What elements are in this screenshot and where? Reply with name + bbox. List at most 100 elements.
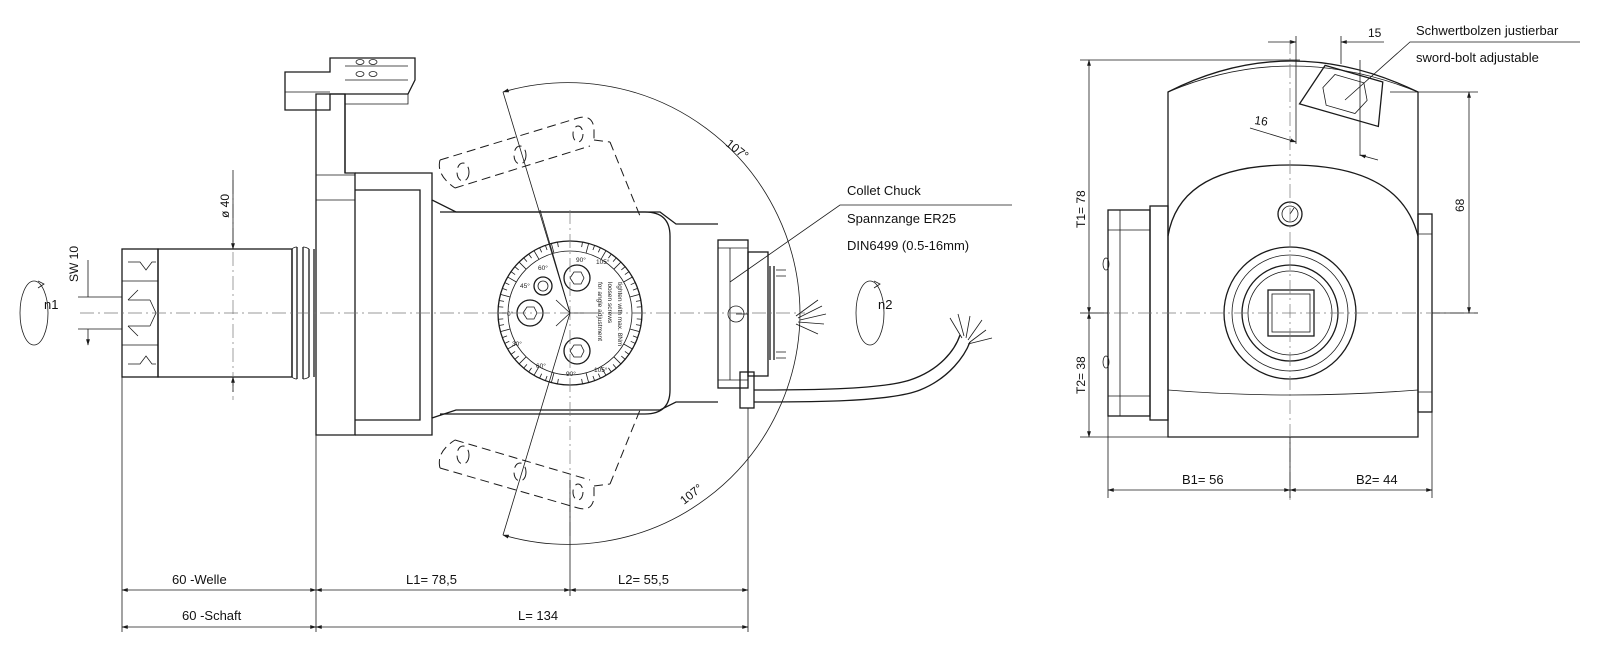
- rotation-n2-icon: n2: [855, 280, 892, 346]
- dial-tick: [499, 324, 505, 326]
- dim-16: 16: [1249, 113, 1379, 161]
- dial-tick: [510, 271, 516, 275]
- dial-tick: [500, 328, 511, 333]
- n1-label: n1: [44, 297, 58, 312]
- dim-b1: B1= 56: [1107, 412, 1433, 498]
- dial-tick: [533, 366, 540, 376]
- dial-tick: [621, 266, 626, 271]
- dial-tick: [629, 293, 640, 298]
- dial-mark-60b: 60°: [536, 362, 546, 370]
- angle-dial: 90° 60° 105° 45° 0° 30° 60° 90° 105° for…: [497, 240, 643, 386]
- dial-tick: [514, 266, 519, 271]
- swivel-ghost-upper: [438, 116, 641, 217]
- swivel-ghost-lower: [438, 409, 641, 510]
- angle-bottom-label: 107°: [677, 481, 705, 507]
- dial-mark-60: 60°: [538, 264, 548, 272]
- dial-tick: [533, 250, 540, 260]
- dial-tick: [581, 242, 583, 248]
- b1-label: B1= 56: [1182, 472, 1224, 487]
- collet-callout: Collet Chuck Spannzange ER25 DIN6499 (0.…: [729, 183, 1012, 283]
- collet-label-1: Collet Chuck: [847, 183, 921, 198]
- dial-tick: [504, 340, 510, 344]
- dim-diameter-40: ø 40: [218, 170, 235, 392]
- dial-mark-90: 90°: [576, 256, 586, 264]
- dial-tick: [557, 242, 559, 248]
- dial-tick: [613, 261, 622, 270]
- dial-tick: [630, 282, 636, 286]
- dial-tick: [523, 364, 528, 369]
- dial-tick: [518, 356, 527, 365]
- dim-sw10: SW 10: [67, 246, 122, 345]
- dial-tick: [557, 378, 559, 384]
- welle-label: 60 -Welle: [172, 572, 227, 587]
- dial-tick: [518, 261, 527, 270]
- dial-tick: [600, 250, 607, 260]
- dial-tick: [608, 253, 612, 259]
- dial-tick: [507, 343, 517, 350]
- dial-tick: [597, 247, 601, 253]
- dim-schaft: 60 -Schaft: [121, 608, 317, 629]
- dial-mark-105: 105°: [596, 258, 610, 266]
- l1-label: L1= 78,5: [406, 572, 457, 587]
- dim-b2: B2= 44: [1289, 472, 1433, 492]
- side-view: 90° 60° 105° 45° 0° 30° 60° 90° 105° for…: [19, 57, 1012, 632]
- dial-tick: [600, 366, 607, 376]
- dial-tick: [507, 276, 517, 283]
- dim-l1: L1= 78,5: [315, 572, 571, 592]
- dial-tick: [539, 247, 543, 253]
- dial-mark-90b: 90°: [566, 370, 576, 378]
- dial-tick: [544, 245, 548, 251]
- dial-tick: [635, 300, 641, 302]
- dial-mark-105b: 105°: [594, 366, 608, 374]
- dial-tick: [528, 367, 532, 373]
- collet-label-3: DIN6499 (0.5-16mm): [847, 238, 969, 253]
- dial-tick: [499, 300, 505, 302]
- dim-68-label: 68: [1453, 198, 1467, 212]
- dial-instruction-1: for angle adjustment: [596, 282, 603, 341]
- dial-tick: [624, 271, 630, 275]
- main-body: [284, 57, 718, 436]
- sw-label: SW 10: [67, 246, 81, 282]
- dial-tick: [581, 378, 583, 384]
- dim-15-label: 15: [1368, 26, 1382, 40]
- dial-tick: [621, 355, 626, 360]
- dial-tick: [632, 287, 638, 291]
- dial-tick: [623, 276, 633, 283]
- dial-mark-0: 0°: [507, 310, 514, 318]
- dial-tick: [539, 373, 543, 379]
- dial-tick: [612, 364, 617, 369]
- dial-tick: [612, 257, 617, 262]
- t1-label: T1= 78: [1074, 190, 1088, 228]
- dial-mark-45: 45°: [520, 282, 530, 290]
- dial-tick: [585, 372, 590, 383]
- dial-tick: [623, 343, 633, 350]
- dial-tick: [510, 351, 516, 355]
- dial-tick: [502, 335, 508, 339]
- swivel-angle-arc: 107° 107°: [502, 82, 801, 545]
- dim-68: 68: [1390, 91, 1478, 314]
- dial-instruction-3: tighten with max. 8Nm: [616, 282, 623, 346]
- bolt-callout: Schwertbolzen justierbar sword-bolt adju…: [1344, 23, 1580, 101]
- front-view: 15 16 Schwertbolzen justierbar sword-bol…: [1074, 23, 1580, 500]
- dial-tick: [630, 340, 636, 344]
- angle-top-label: 107°: [723, 136, 751, 162]
- dial-tick: [597, 373, 601, 379]
- dial-tick: [504, 282, 510, 286]
- n2-label: n2: [878, 297, 892, 312]
- dial-tick: [592, 375, 596, 381]
- dial-tick: [632, 335, 638, 339]
- dial-tick: [544, 375, 548, 381]
- dial-tick: [502, 287, 508, 291]
- dial-tick: [592, 245, 596, 251]
- dim-t1: T1= 78: [1074, 59, 1300, 438]
- dial-tick: [523, 257, 528, 262]
- dim-t2: T2= 38: [1074, 312, 1091, 438]
- t2-label: T2= 38: [1074, 356, 1088, 394]
- dial-tick: [613, 356, 622, 365]
- dial-tick: [635, 324, 641, 326]
- dim-15: 15: [1268, 26, 1384, 64]
- dim-welle: 60 -Welle: [121, 572, 317, 592]
- dim-l2: L2= 55,5: [569, 572, 749, 592]
- l-label: L= 134: [518, 608, 558, 623]
